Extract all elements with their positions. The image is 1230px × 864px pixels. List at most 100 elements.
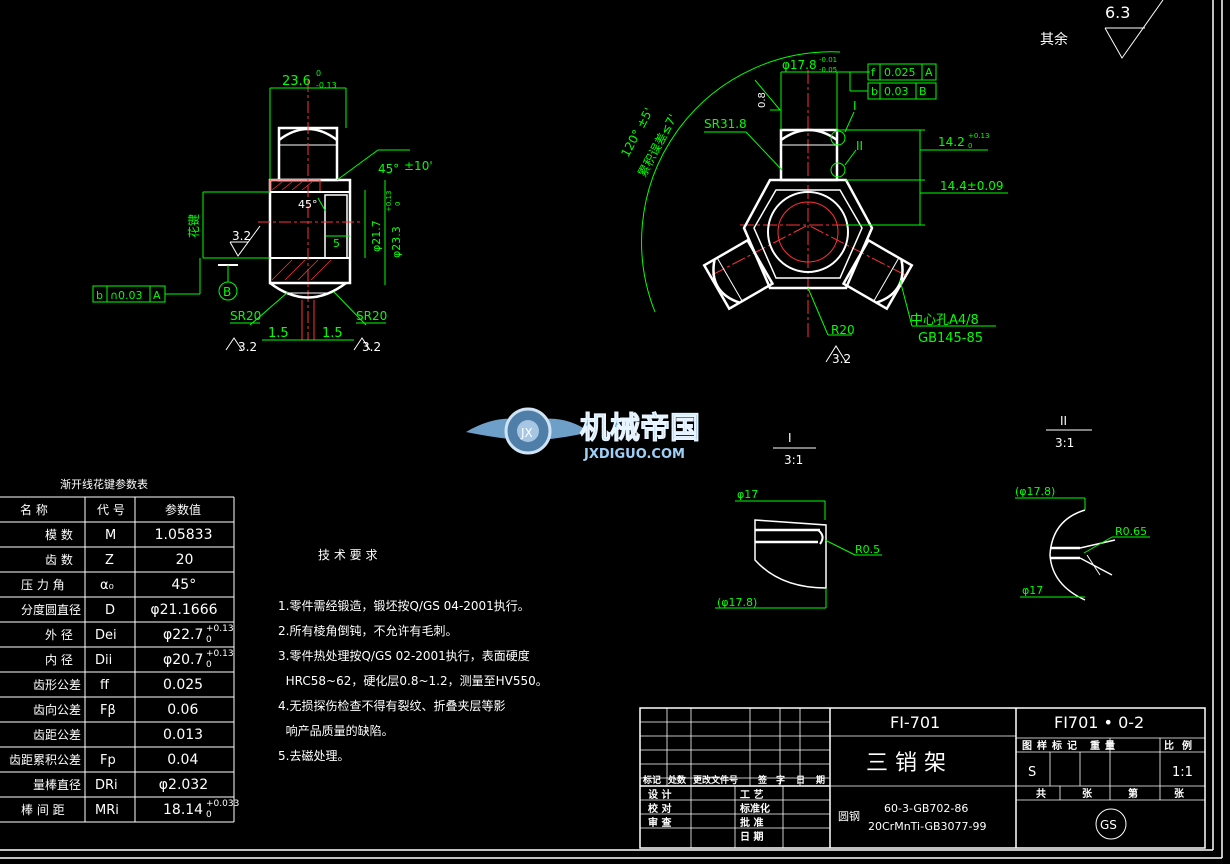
sheet-cell: 第	[1128, 787, 1138, 800]
logo-en: JXDIGUO.COM	[583, 447, 685, 462]
param-value: 0.013	[163, 727, 203, 743]
sign-mid-cell: 批 准	[740, 816, 763, 829]
dim-142: 14.2	[938, 135, 965, 149]
svg-text:3.2: 3.2	[362, 340, 381, 354]
param-code: Z	[105, 553, 114, 568]
param-code: α₀	[100, 578, 114, 593]
title-header-cell: 图	[1022, 740, 1032, 752]
left-view: 23.6 0 -0.13 45° ±10' 45° φ21.7 φ23.3 +0…	[92, 69, 433, 354]
width-dim: 23.6	[282, 74, 311, 89]
tech-req-line: 1.零件需经锻造，锻坯按Q/GS 04-2001执行。	[278, 599, 530, 613]
svg-text:3.2: 3.2	[238, 340, 257, 354]
param-code: D	[105, 603, 115, 618]
drawing-code-1: FI-701	[890, 713, 940, 732]
param-value: 45°	[171, 577, 196, 593]
dim-144: 14.4±0.09	[940, 179, 1004, 193]
runout-frame: b ∩0.03 A	[92, 258, 201, 303]
param-name: 齿距累积公差	[9, 753, 81, 767]
param-value: 0.06	[167, 702, 198, 718]
part-name: 三 销 架	[866, 751, 946, 776]
center-hole-std: GB145-85	[918, 331, 983, 346]
sheet-cell: 共	[1036, 787, 1046, 800]
param-code: Dei	[95, 628, 117, 643]
datum-b: B	[223, 285, 231, 299]
svg-text:b: b	[871, 85, 878, 98]
param-tol-lower: 0	[206, 635, 212, 645]
finish-value: 6.3	[1105, 3, 1130, 22]
param-value: φ2.032	[159, 777, 208, 793]
param-name: 齿形公差	[33, 678, 81, 692]
detail-marker-I: I	[853, 99, 857, 113]
param-value: 0.025	[163, 677, 203, 693]
param-table-header: 代 号	[97, 503, 125, 517]
title-header-cell: 比	[1164, 739, 1174, 752]
param-name: 模 数	[45, 527, 73, 542]
svg-text:∩0.03: ∩0.03	[110, 289, 143, 302]
dim-08: 0.8	[757, 92, 768, 108]
sr318: SR31.8	[704, 117, 747, 131]
site-logo: JX 机械帝国 JXDIGUO.COM	[466, 407, 701, 462]
rev-cell: 处数	[667, 774, 687, 786]
angle-inner: 45°	[298, 198, 318, 211]
detail-II-r065: R0.65	[1115, 525, 1147, 538]
title-header-cell: 标	[1051, 739, 1062, 752]
title-header-cell: 量	[1105, 739, 1115, 752]
svg-text:-0.01: -0.01	[819, 56, 837, 64]
surface-finish-symbol: 6.3 其余	[1040, 0, 1164, 59]
param-name: 齿 数	[45, 552, 73, 567]
param-tol-upper: +0.13	[206, 649, 234, 659]
tech-req-line: 响产品质量的缺陷。	[278, 723, 394, 738]
param-value: 0.04	[167, 752, 198, 768]
dia-top: φ17.8	[782, 58, 817, 72]
title-header-cell: 重	[1090, 739, 1100, 752]
svg-text:B: B	[919, 85, 927, 98]
svg-text:+0.13: +0.13	[968, 132, 989, 140]
rev-cell: 日	[796, 775, 805, 786]
param-name: 内 径	[45, 653, 73, 667]
param-value: 20	[176, 552, 194, 568]
logo-cn: 机械帝国	[580, 411, 700, 446]
param-tol-lower: 0	[206, 660, 212, 670]
sign-left-cell: 审 查	[648, 816, 672, 829]
tech-req-title: 技 术 要 求	[318, 548, 377, 562]
param-name: 外 径	[45, 628, 73, 642]
param-value: φ20.7	[163, 652, 203, 668]
sign-left-cell: 校 对	[648, 802, 671, 815]
detail-II-dia-bottom: φ17	[1022, 584, 1043, 597]
svg-text:I: I	[788, 431, 792, 445]
scale: 1:1	[1172, 765, 1193, 780]
param-value: φ21.1666	[150, 602, 217, 618]
svg-text:0.03: 0.03	[884, 85, 909, 98]
drawing-code-2: FI701 • 0-2	[1054, 713, 1144, 732]
param-name: 齿距公差	[33, 728, 81, 742]
param-code: ff	[100, 678, 110, 693]
company-logo	[1095, 808, 1127, 840]
sr-right: SR20	[356, 309, 387, 323]
rev-cell: 签	[757, 774, 768, 786]
param-tol-lower: 0	[206, 810, 212, 820]
material-std-1: 60-3-GB702-86	[884, 802, 968, 815]
mark-s: S	[1028, 765, 1036, 780]
material-std-2: 20CrMnTi-GB3077-99	[868, 820, 987, 833]
angle-dim: 45°	[378, 162, 399, 176]
detail-I-dia-bottom: (φ17.8)	[717, 596, 757, 609]
param-table-header: 参数值	[165, 502, 201, 517]
tech-req-line: HRC58~62，硬化层0.8~1.2，测量至HV550。	[278, 674, 548, 688]
svg-text:+0.13: +0.13	[385, 191, 393, 212]
title-header-cell: 样	[1037, 739, 1047, 752]
svg-text:II: II	[1060, 414, 1067, 428]
svg-text:3:1: 3:1	[1055, 436, 1074, 450]
center-hole	[767, 191, 849, 273]
param-code: Fp	[100, 753, 116, 768]
gdt-frames: f 0.025 A b 0.03 B	[849, 63, 937, 100]
detail-I-r05: R0.5	[855, 543, 880, 556]
param-name: 量棒直径	[33, 778, 81, 792]
tech-requirements: 技 术 要 求 1.零件需经锻造，锻坯按Q/GS 04-2001执行。2.所有棱…	[278, 548, 548, 763]
angle-tol: ±10'	[404, 159, 433, 173]
svg-text:-0.13: -0.13	[316, 81, 337, 90]
param-name: 齿向公差	[33, 702, 81, 717]
param-code: Dii	[95, 653, 112, 668]
